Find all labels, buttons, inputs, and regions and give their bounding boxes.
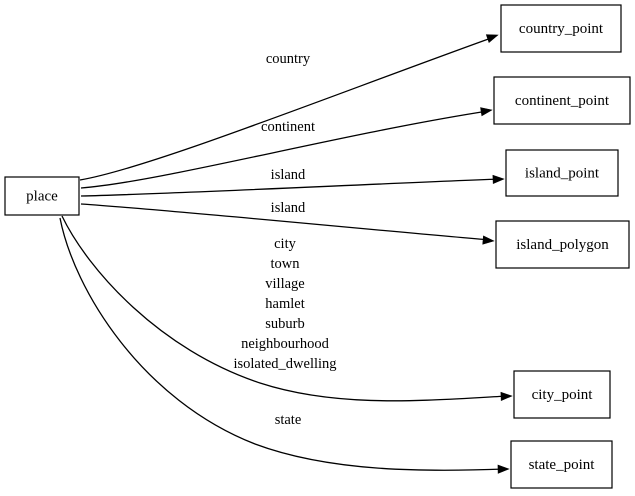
edge-label-line: isolated_dwelling [233,356,336,372]
node-box-city_point[interactable] [513,370,611,419]
node-label-city_point: city_point [532,387,594,403]
edge-place-to-island_polygon [80,203,495,245]
edge-arrowhead-place-to-island_point [492,174,505,184]
edge-arrowhead-place-to-country_point [485,34,499,43]
edge-place-to-city_point [61,215,513,402]
edge-arrowhead-place-to-state_point [497,464,510,474]
node-box-island_point[interactable] [505,149,619,197]
edge-place-to-continent_point [80,107,493,189]
node-label-island_point: island_point [525,165,600,181]
edge-label-line: town [271,256,301,272]
node-box-island_polygon[interactable] [495,220,630,269]
node-city_point[interactable]: city_point [513,370,611,419]
edge-line-place-to-country_point [79,36,495,181]
node-state_point[interactable]: state_point [510,440,613,489]
edge-line-place-to-continent_point [80,110,489,189]
edge-label-place-to-city_point: city town village hamlet suburb neighbourhood… [233,236,336,372]
edge-label-line: village [265,276,304,292]
node-box-continent_point[interactable] [493,76,631,125]
node-continent_point[interactable]: continent_point [493,76,631,125]
node-box-place[interactable] [4,176,80,216]
node-island_polygon[interactable]: island_polygon [495,220,630,269]
edge-arrowhead-place-to-continent_point [480,107,493,117]
edge-line-place-to-island_point [80,178,501,197]
node-label-continent_point: continent_point [515,93,610,109]
edge-label-line: hamlet [265,296,304,312]
edge-label-line: state [275,412,302,428]
edge-arrowhead-place-to-island_polygon [482,235,495,245]
edge-label-place-to-island_polygon: island [271,200,306,216]
node-island_point[interactable]: island_point [505,149,619,197]
edge-place-to-island_point [80,174,505,197]
edge-place-to-state_point [59,217,510,474]
edge-label-place-to-continent_point: continent [261,119,315,135]
node-place[interactable]: place [4,176,80,216]
node-label-country_point: country_point [519,21,604,37]
edge-label-line: suburb [265,316,304,332]
edge-line-place-to-state_point [59,217,506,471]
edge-label-line: country [266,51,311,67]
node-box-state_point[interactable] [510,440,613,489]
edge-label-place-to-state_point: state [275,412,302,428]
edge-label-line: neighbourhood [241,336,330,352]
edges-layer [59,34,513,474]
edge-line-place-to-city_point [61,215,509,402]
edge-label-place-to-island_point: island [271,167,306,183]
edge-label-line: continent [261,119,315,135]
node-label-state_point: state_point [529,457,596,473]
edge-label-line: city [274,236,296,252]
node-label-place: place [26,188,58,204]
node-label-island_polygon: island_polygon [516,237,609,253]
node-country_point[interactable]: country_point [500,4,622,53]
edge-arrowhead-place-to-city_point [500,391,513,401]
nodes-layer: place country_point continent_point island_… [4,4,631,489]
edge-label-place-to-country_point: country [266,51,311,67]
edge-place-to-country_point [79,34,499,181]
edge-label-line: island [271,167,306,183]
edge-line-place-to-island_polygon [80,203,491,241]
edge-labels-layer: country continent island island city town vill… [233,51,336,428]
edge-label-line: island [271,200,306,216]
node-box-country_point[interactable] [500,4,622,53]
